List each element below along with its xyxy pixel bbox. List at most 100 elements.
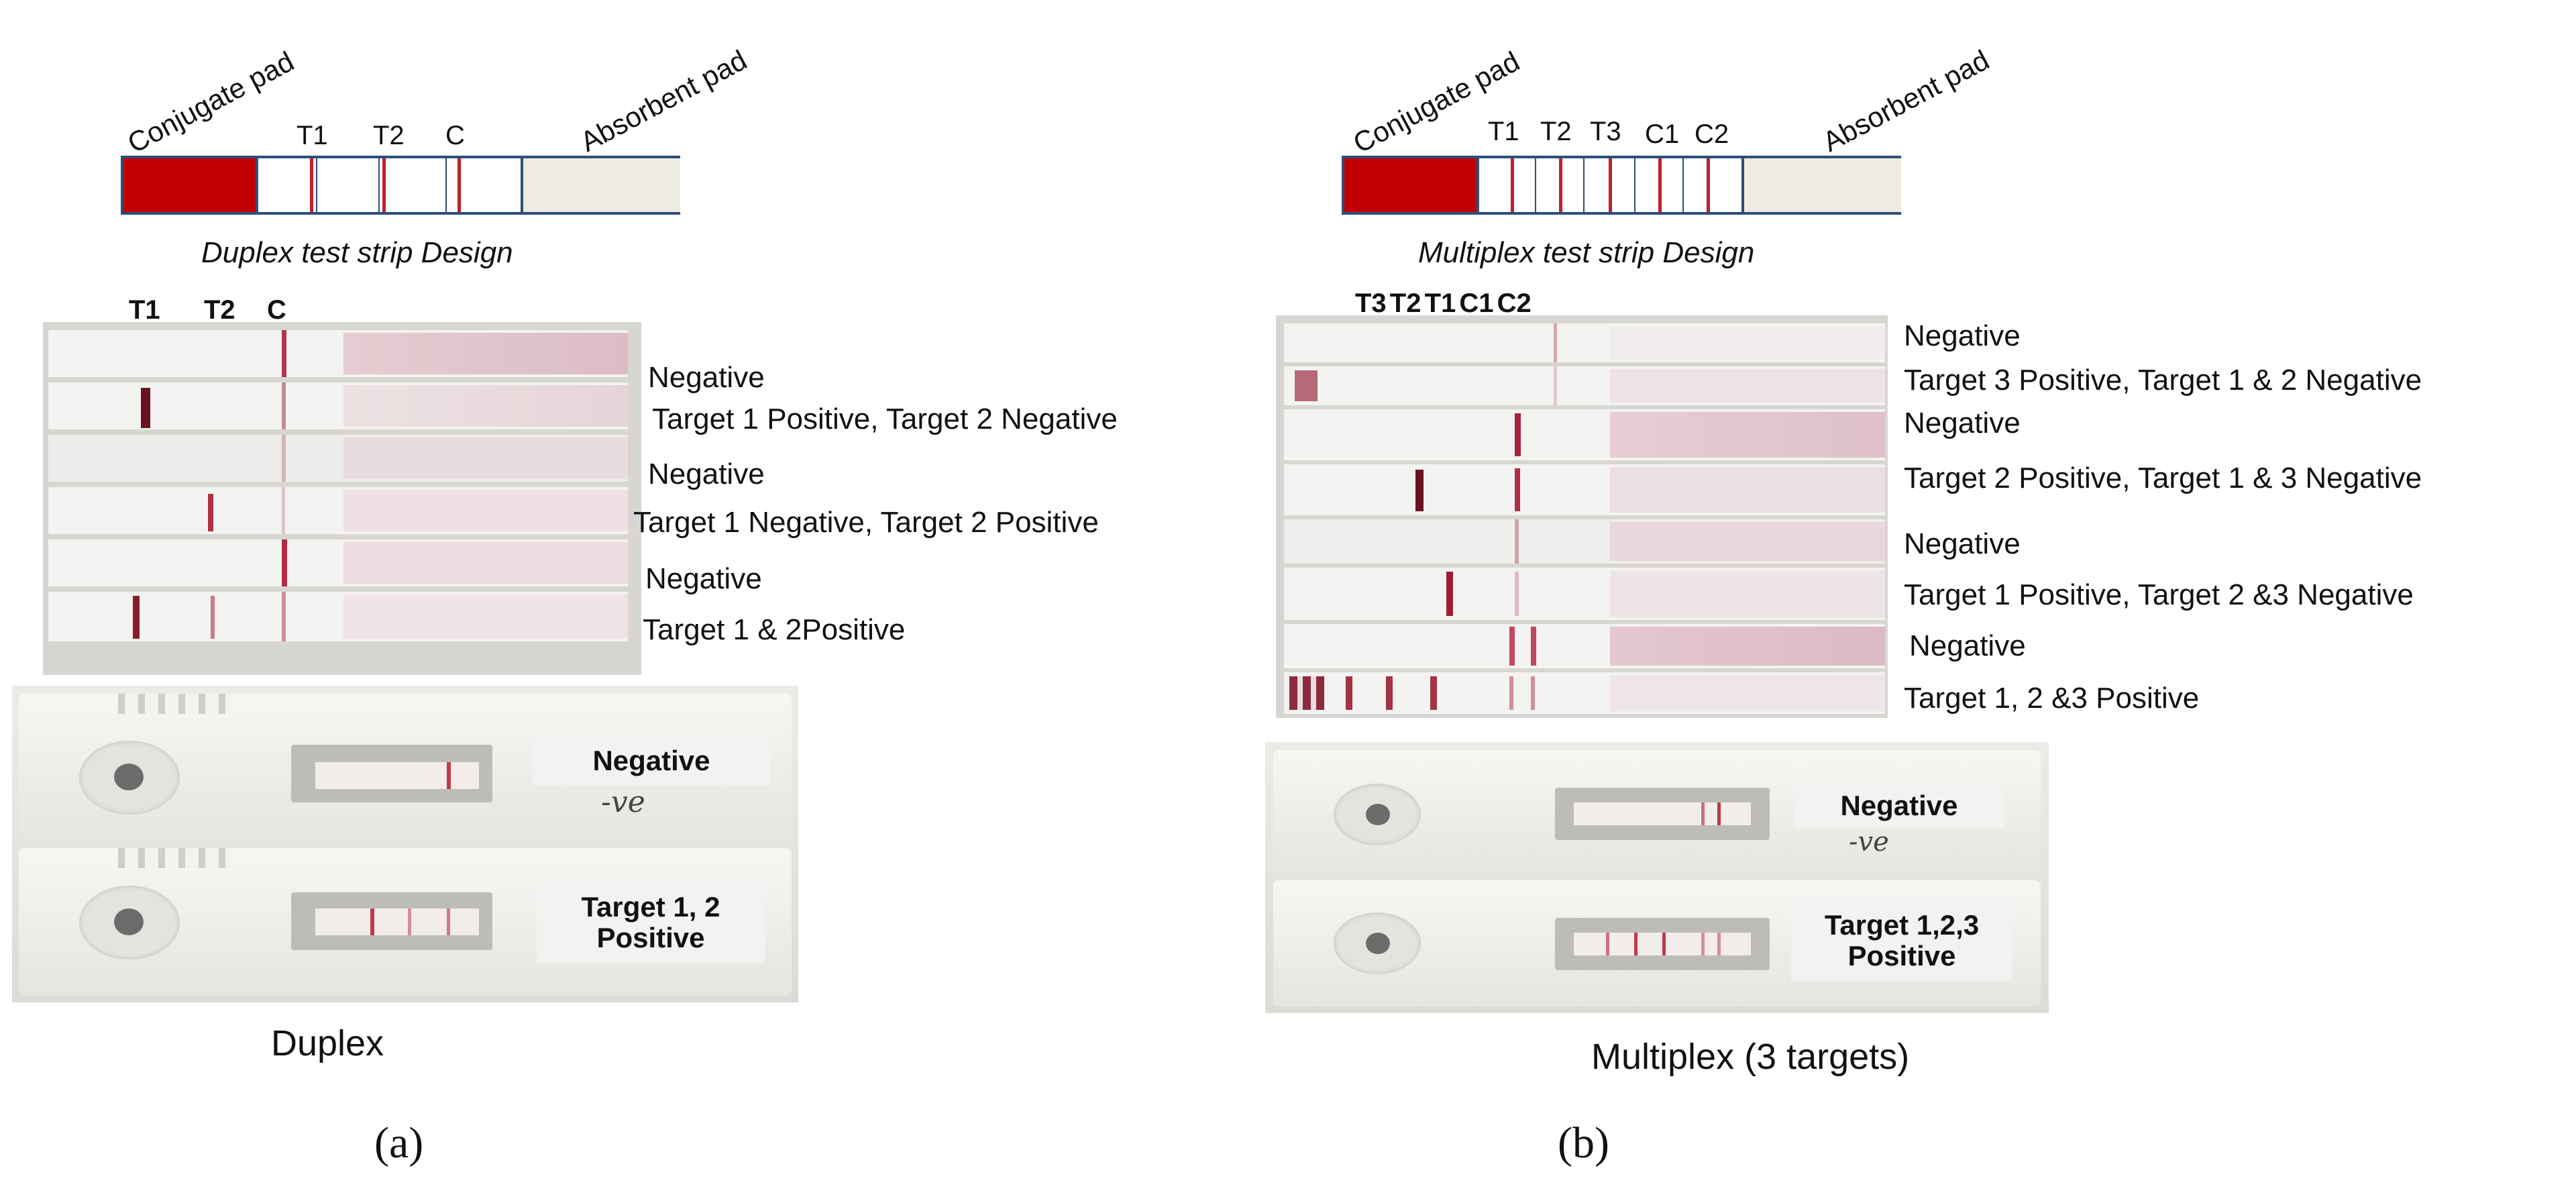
line-label-c1: C1 [1645,119,1680,149]
strip [48,487,628,534]
test-line-t2 [1634,933,1638,955]
control-line [1554,323,1557,362]
absorbent-pad-block [1741,158,1901,212]
strip [1284,464,1885,515]
design-caption: Duplex test strip Design [201,236,513,269]
result-label: Target 1, 2 &3 Positive [1904,682,2200,715]
sample-well-hole [1366,804,1390,825]
test-line-t2 [208,494,213,531]
result-label: Negative [1904,407,2021,439]
line-label-t3: T3 [1590,117,1621,146]
absorbent-pad [1610,675,1885,711]
strip [48,330,628,377]
absorbent-pad [343,333,628,374]
line-label-t2: T2 [373,121,405,150]
line-label-c: C [445,121,465,150]
conjugate-pad-label: Conjugate pad [122,45,299,160]
test-line-t1 [1430,676,1437,710]
window-membrane [315,908,479,935]
control-line [447,762,451,789]
control-line-c2 [1531,627,1536,666]
result-window [291,892,492,950]
test-line-t2 [382,158,386,212]
result-window [291,745,492,802]
window-membrane [1574,802,1751,825]
panel-caption: Multiplex (3 targets) [1591,1037,1910,1077]
strip [1284,366,1885,405]
control-line [282,435,286,482]
control-line-c1 [1701,933,1705,955]
line-label-t2: T2 [1540,117,1572,146]
control-line [1515,413,1521,456]
control-line-c1 [1509,627,1515,666]
control-line-c [458,158,461,212]
control-line [282,592,286,641]
cassette: Negative -ve [1273,750,2041,874]
result-label: Negative [1909,629,2026,662]
absorbent-pad [1610,412,1885,458]
strip [48,539,628,586]
cassette-label-negative: Negative [1794,784,2004,828]
absorbent-pad [343,385,628,427]
sub-label: (b) [1558,1118,1609,1167]
control-line [1515,519,1519,564]
strip [1284,568,1885,620]
control-line-c2 [1717,802,1721,825]
handwriting-mark: -ve [1849,827,1889,857]
handwriting-mark: -ve [601,785,645,819]
cassette-label-positive: Target 1, 2 Positive [537,883,765,962]
sample-well-hole [114,908,144,935]
control-line-c2 [1531,676,1535,710]
result-label: Negative [648,361,765,394]
test-line-t1 [1662,933,1666,955]
grip-ridges [118,694,232,714]
test-line-t1 [370,908,374,935]
result-label: Target 1 Positive, Target 2 Negative [652,403,1118,435]
strip [1284,323,1885,362]
test-line-t2 [1386,676,1393,710]
line-label-c2: C2 [1695,119,1729,149]
absorbent-pad [1610,467,1885,513]
result-label: Negative [645,562,762,595]
zone-divider [1682,158,1684,212]
strip [48,435,628,482]
control-line-c2 [1717,933,1721,955]
test-line-t2 [408,908,411,935]
absorbent-pad [343,542,628,584]
absorbent-pad [343,490,628,531]
test-line-t3 [1609,158,1612,212]
result-window [1555,918,1770,970]
sample-well-hole [1366,933,1390,954]
control-line [282,539,287,586]
grip-ridges [118,848,232,868]
zone-divider [378,158,380,212]
multiplex-cassette-photo: Negative -ve Target 1,2,3 Positive [1265,742,2049,1013]
test-line-t3 [1346,676,1352,710]
control-line [282,382,286,429]
cassette: Target 1,2,3 Positive [1273,880,2041,1006]
cassette-label-positive: Target 1,2,3 Positive [1791,900,2012,981]
test-line-t3 [1295,370,1318,401]
multiplex-strips-photo [1276,315,1888,718]
absorbent-pad [343,594,628,639]
control-line-c1 [1701,802,1705,825]
window-membrane [315,762,479,789]
cassette: Target 1, 2 Positive [19,848,792,996]
absorbent-pad [1610,627,1885,666]
result-label: Target 2 Positive, Target 1 & 3 Negative [1904,462,2422,494]
result-label: Target 1 Positive, Target 2 &3 Negative [1904,578,2414,611]
test-line-t1 [141,388,150,428]
strip [1284,672,1885,714]
line-label-t1: T1 [297,121,328,150]
control-line [447,908,450,935]
result-label: Target 1 Negative, Target 2 Positive [633,506,1099,539]
control-line [1554,366,1557,405]
test-line-t1 [310,158,313,212]
absorbent-pad-label: Absorbent pad [575,44,752,158]
panel-caption: Duplex [271,1023,384,1063]
test-line-t3 [1606,933,1609,955]
conjugate-pad-block [123,158,258,212]
strip-header-t1: T1 [129,295,160,325]
absorbent-pad [1610,326,1885,360]
control-line-c1 [1658,158,1662,212]
